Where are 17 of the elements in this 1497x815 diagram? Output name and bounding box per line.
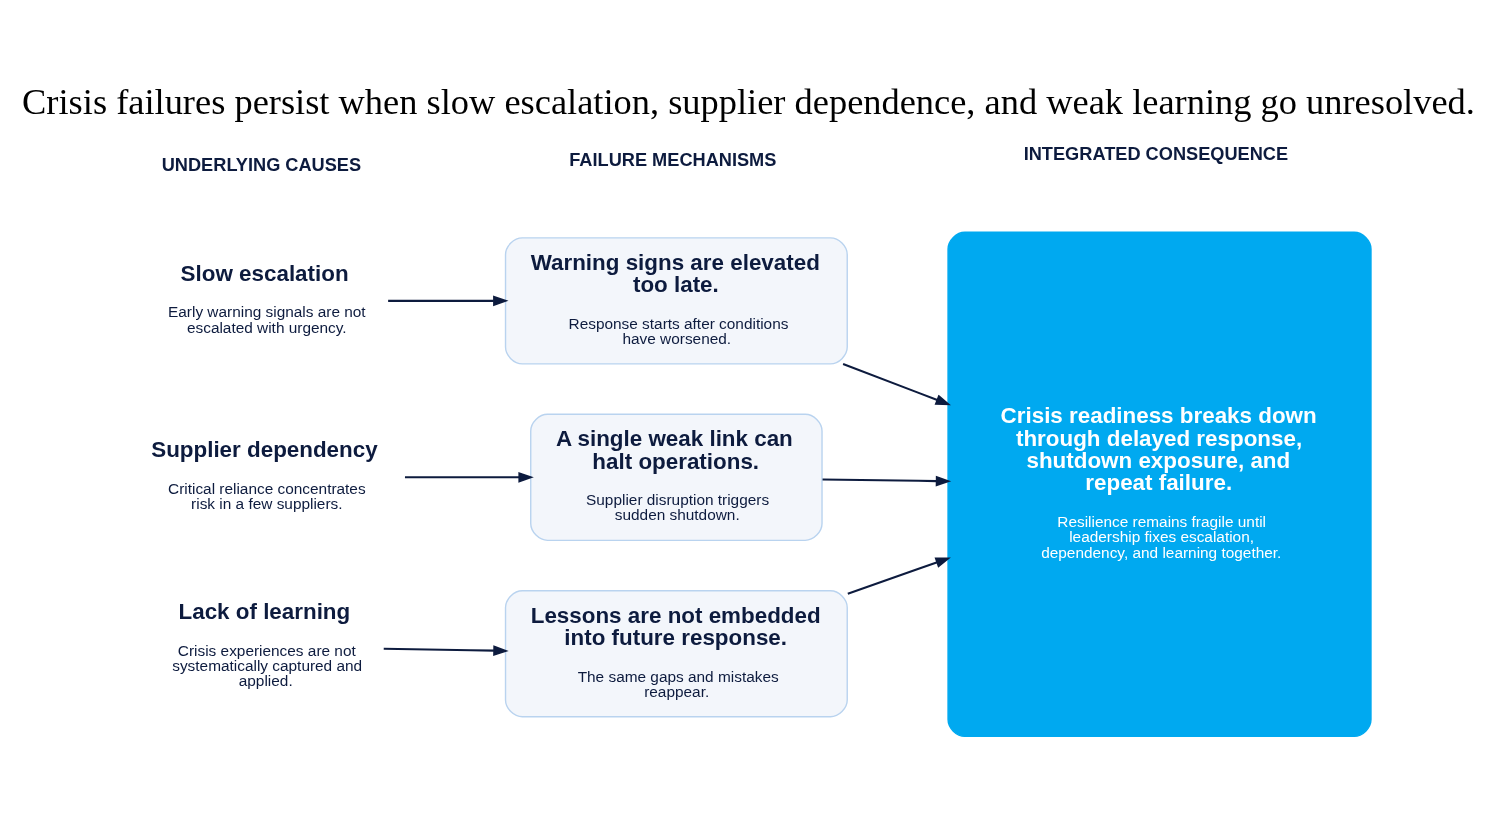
arrow (404, 471, 534, 483)
diagram-title: Crisis failures persist when slow escalation, supplier dependence, and weak learning go unresolved. (22, 81, 1475, 122)
node-box: Warning signs are elevated too late. Response starts after conditions have worsened. (504, 236, 848, 365)
node-text: Slow escalation Early warning signals are not escalated with urgency. (168, 260, 366, 336)
arrow (388, 294, 509, 306)
node-box: A single weak link can halt operations. Supplier disruption triggers sudden shutdown. (530, 413, 823, 541)
arrow (822, 475, 952, 486)
arrow (842, 362, 951, 405)
node-text: Supplier dependency Critical reliance concentrates risk in a few suppliers. (151, 436, 378, 512)
arrow (847, 556, 951, 595)
label: INTEGRATED CONSEQUENCE (1023, 143, 1289, 164)
arrow (383, 644, 509, 656)
label: UNDERLYING CAUSES (161, 154, 362, 175)
label: FAILURE MECHANISMS (569, 149, 777, 170)
node-box: Lessons are not embedded into future response. The same gaps and mistakes reappear. (504, 589, 848, 717)
node-box: Crisis readiness breaks down through delayed response, shutdown exposure, and repeat failure. Resilience remains fragile until leadership fixes escalation, dependency, and learning together. (947, 231, 1372, 737)
node-text: Lack of learning Crisis experiences are not systematically captured and applied. (172, 598, 363, 689)
